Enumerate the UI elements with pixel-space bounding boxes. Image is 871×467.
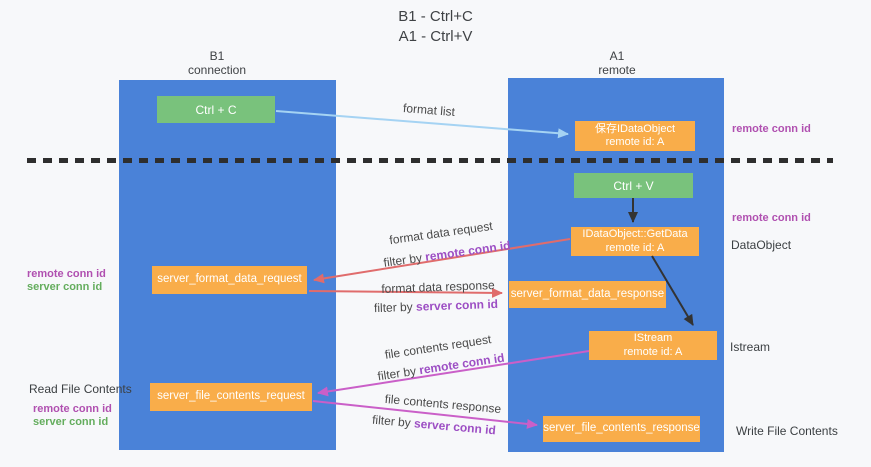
annotation-dataobject: DataObject bbox=[731, 238, 792, 252]
server-conn-id-key: server conn id bbox=[413, 416, 497, 438]
idataobject-getdata-line2: remote id: A bbox=[605, 241, 665, 254]
filter-by-text: filter by bbox=[373, 299, 417, 316]
format-list-label: format list bbox=[402, 100, 456, 120]
annotation-remote-conn-id-mid-right: remote conn id bbox=[732, 212, 811, 224]
server-format-data-request-label: server_format_data_request bbox=[157, 273, 302, 286]
annotation-remote-conn-id-bottom-left: remote conn id bbox=[33, 403, 112, 415]
ctrl-c-box: Ctrl + C bbox=[157, 96, 275, 123]
ctrl-v-box: Ctrl + V bbox=[574, 173, 693, 198]
file-contents-response-filter: filter by server conn id bbox=[372, 413, 497, 438]
lifeline-header-b1: B1 connection bbox=[147, 49, 287, 77]
istream-line2: remote id: A bbox=[623, 345, 683, 358]
lifeline-b1-subtitle: connection bbox=[187, 63, 247, 77]
copy-paste-divider-dashed-line bbox=[27, 158, 833, 163]
annotation-server-conn-id-bottom-left: server conn id bbox=[33, 416, 109, 428]
ctrl-c-label: Ctrl + C bbox=[195, 102, 237, 117]
server-file-contents-response-box: server_file_contents_response bbox=[543, 416, 700, 442]
istream-line1: IStream bbox=[633, 332, 673, 344]
filter-by-text: filter by bbox=[371, 412, 415, 431]
annotation-remote-conn-id-top-left: remote conn id bbox=[27, 268, 106, 280]
lifeline-a1-subtitle: remote bbox=[598, 63, 636, 77]
lifeline-a1-title: A1 bbox=[609, 49, 625, 63]
server-format-data-response-box: server_format_data_response bbox=[509, 281, 666, 308]
annotation-write-file-contents: Write File Contents bbox=[736, 424, 838, 438]
annotation-read-file-contents: Read File Contents bbox=[29, 382, 132, 396]
server-file-contents-request-box: server_file_contents_request bbox=[150, 383, 312, 411]
diagram-title: B1 - Ctrl+C A1 - Ctrl+V bbox=[0, 7, 871, 47]
annotation-remote-conn-id-top-right: remote conn id bbox=[732, 123, 811, 135]
save-idataobject-box: 保存IDataObject remote id: A bbox=[575, 121, 695, 151]
save-idataobject-line1: 保存IDataObject bbox=[594, 122, 676, 135]
lifeline-header-a1: A1 remote bbox=[547, 49, 687, 77]
diagram-title-line2: A1 - Ctrl+V bbox=[398, 28, 473, 45]
annotation-istream: Istream bbox=[730, 340, 771, 354]
annotation-server-conn-id-top-left: server conn id bbox=[27, 281, 103, 293]
format-data-response-filter: filter by server conn id bbox=[374, 297, 498, 315]
format-data-response-label: format data response bbox=[381, 278, 495, 296]
ctrl-v-label: Ctrl + V bbox=[613, 178, 654, 193]
server-format-data-response-label: server_format_data_response bbox=[510, 287, 665, 300]
istream-box: IStream remote id: A bbox=[589, 331, 717, 360]
server-file-contents-request-label: server_file_contents_request bbox=[157, 390, 305, 403]
idataobject-getdata-line1: IDataObject::GetData bbox=[582, 228, 688, 240]
server-format-data-request-box: server_format_data_request bbox=[152, 266, 307, 294]
server-conn-id-key: server conn id bbox=[415, 296, 499, 314]
filter-by-text: filter by bbox=[376, 363, 421, 384]
file-contents-response-label: file contents response bbox=[384, 391, 502, 417]
lifeline-b1-title: B1 bbox=[209, 49, 225, 63]
remote-conn-id-key: remote conn id bbox=[424, 238, 512, 264]
server-file-contents-response-label: server_file_contents_response bbox=[543, 422, 700, 435]
filter-by-text: filter by bbox=[382, 250, 427, 270]
diagram-title-line1: B1 - Ctrl+C bbox=[398, 8, 473, 25]
idataobject-getdata-box: IDataObject::GetData remote id: A bbox=[571, 227, 699, 256]
save-idataobject-line2: remote id: A bbox=[605, 136, 665, 148]
